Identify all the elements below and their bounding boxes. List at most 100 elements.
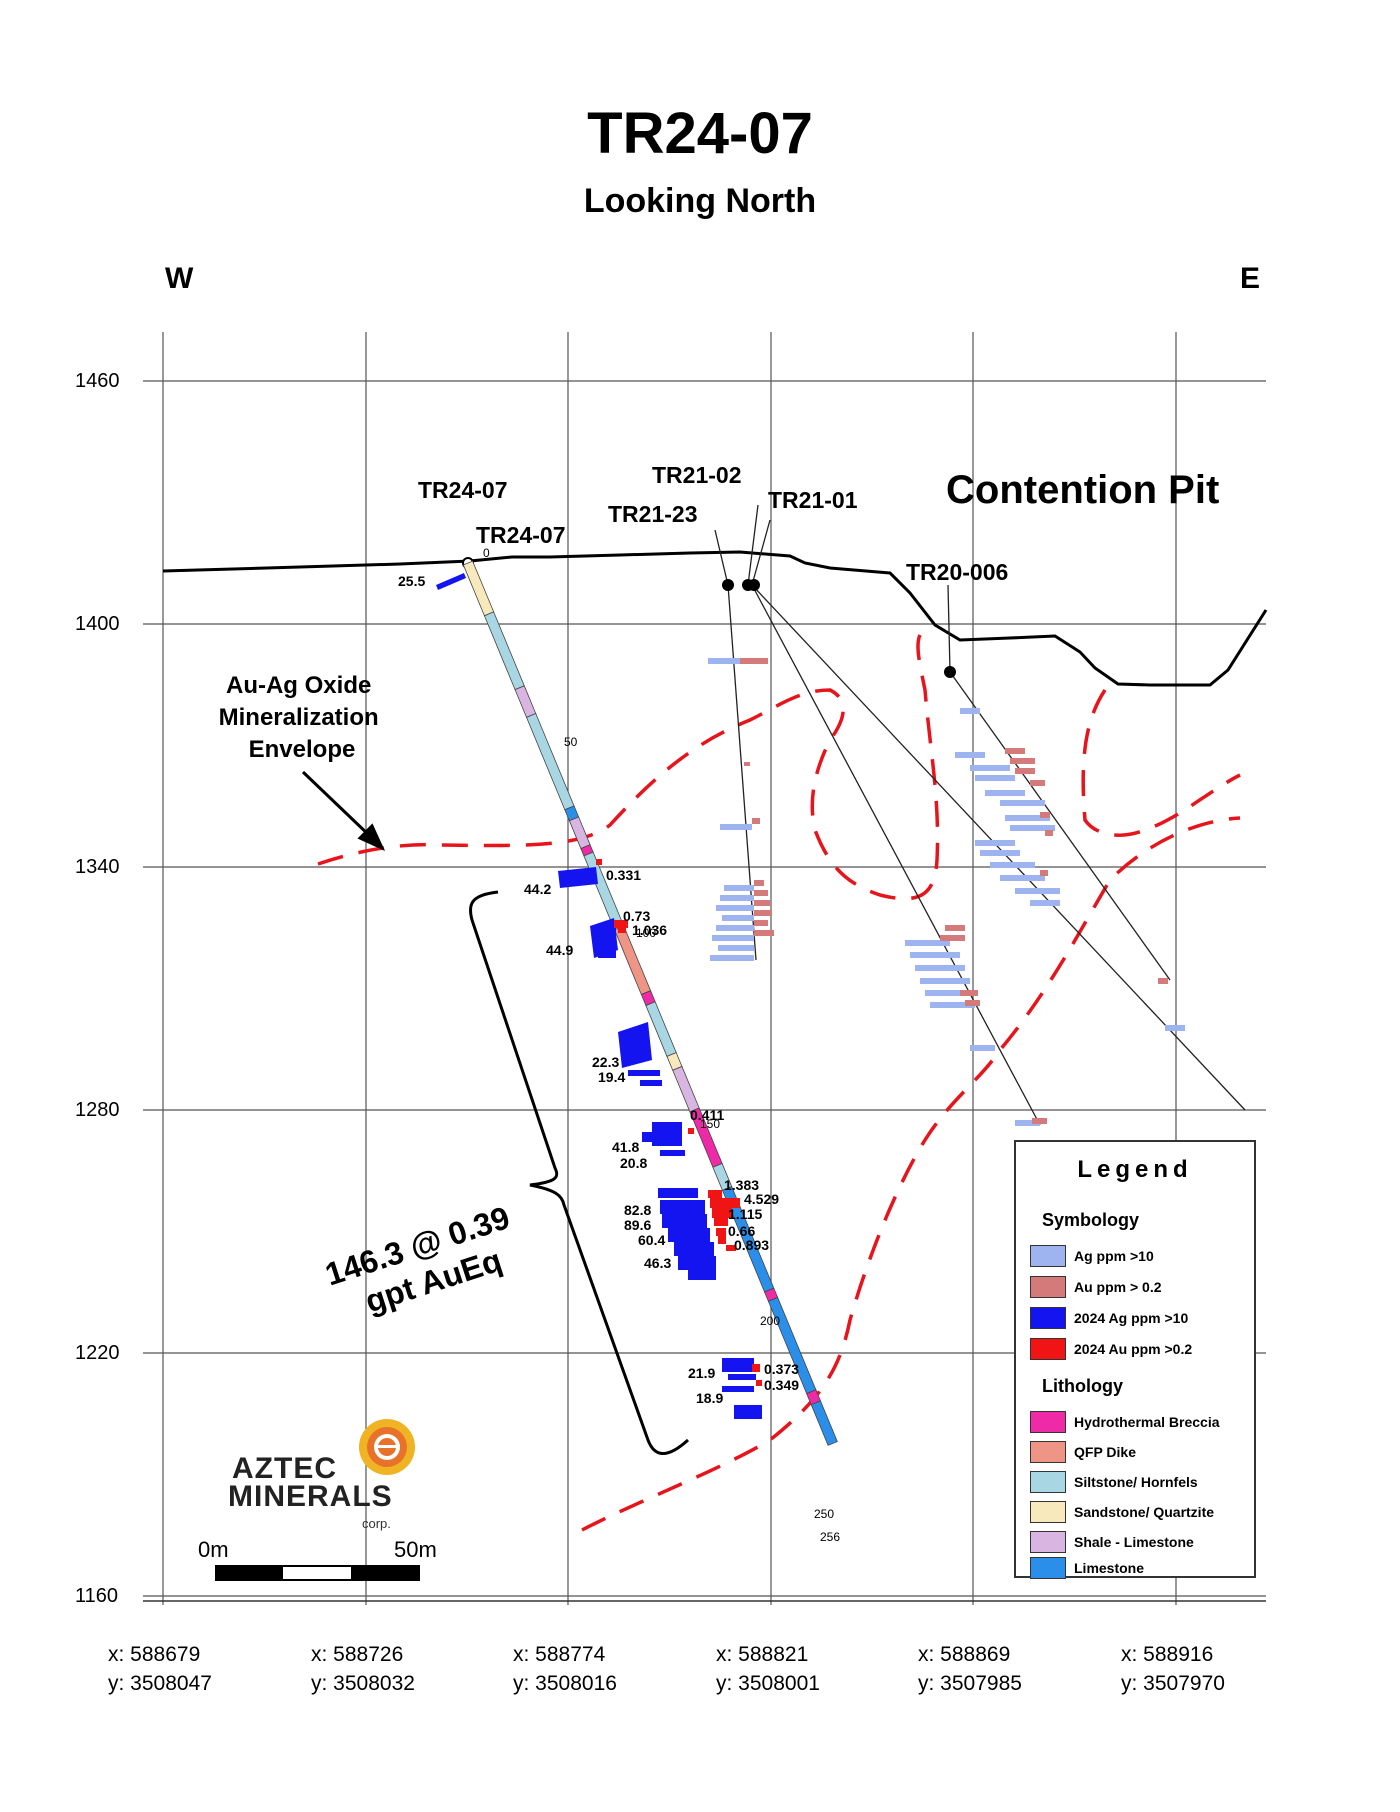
ag-value: 21.9 <box>688 1365 715 1381</box>
mineralization-envelope <box>317 634 1241 1532</box>
legend-swatch <box>1030 1441 1066 1463</box>
assay-2024-ag-bars <box>436 573 762 1419</box>
ag-value: 60.4 <box>638 1232 665 1248</box>
ag-value: 19.4 <box>598 1069 625 1085</box>
company-logo: AZTEC MINERALS <box>228 1452 393 1513</box>
legend-swatch <box>1030 1557 1066 1579</box>
elevation-label: 1400 <box>75 613 120 635</box>
ag-value: 44.9 <box>546 942 573 958</box>
historic-au-bars <box>740 658 1168 1124</box>
au-value: 0.73 <box>623 908 650 924</box>
ag-value: 18.9 <box>696 1390 723 1406</box>
logo-corp: corp. <box>362 1516 391 1531</box>
legend-symbology-heading: Symbology <box>1042 1210 1140 1230</box>
scale-bar <box>215 1565 420 1581</box>
au-value: 1.115 <box>728 1206 762 1222</box>
legend-item-sandstone: Sandstone/ Quartzite <box>1030 1500 1214 1524</box>
legend-item-au: Au ppm > 0.2 <box>1030 1275 1162 1299</box>
collar-tr21-23 <box>722 579 734 591</box>
ag-value: 22.3 <box>592 1054 619 1070</box>
label-tr24-07-top: TR24-07 <box>418 477 507 503</box>
au-value: 0.349 <box>764 1377 799 1393</box>
label-tr20-006: TR20-006 <box>906 559 1008 585</box>
legend-swatch <box>1030 1245 1066 1267</box>
ag-value: 82.8 <box>624 1202 651 1218</box>
drill-traces-historic <box>727 584 1246 1126</box>
label-tr21-23: TR21-23 <box>608 501 697 527</box>
depth-tick-200: 200 <box>760 1314 780 1328</box>
elevation-label: 1460 <box>75 370 120 392</box>
west-label: W <box>165 262 194 295</box>
assay-2024-au-bars <box>596 859 762 1386</box>
topography-line <box>162 550 1268 687</box>
intercept-bracket <box>468 890 690 1455</box>
depth-tick-250: 250 <box>814 1507 834 1521</box>
ag-value: 20.8 <box>620 1155 647 1171</box>
collar-tr21-01 <box>748 579 760 591</box>
label-tr21-01: TR21-01 <box>768 487 858 513</box>
envelope-arrow <box>301 770 386 852</box>
ag-value: 41.8 <box>612 1139 639 1155</box>
ag-value: 46.3 <box>644 1255 671 1271</box>
east-label: E <box>1240 262 1261 295</box>
elevation-label: 1340 <box>75 856 120 878</box>
aztec-logo-icon <box>359 1419 415 1475</box>
au-value: 4.529 <box>744 1191 779 1207</box>
elevation-label: 1220 <box>75 1342 120 1364</box>
au-value: 0.331 <box>606 867 641 883</box>
legend-item-shale: Shale - Limestone <box>1030 1530 1194 1554</box>
legend-swatch <box>1030 1471 1066 1493</box>
legend-item-2024-ag: 2024 Ag ppm >10 <box>1030 1306 1188 1330</box>
legend-swatch <box>1030 1531 1066 1553</box>
elevation-label: 1160 <box>75 1585 119 1607</box>
legend: Legend Symbology Ag ppm >10 Au ppm > 0.2… <box>1014 1140 1256 1580</box>
legend-title: Legend <box>1077 1156 1193 1183</box>
collar-tr20-006 <box>944 666 956 678</box>
legend-item-limestone: Limestone <box>1030 1556 1144 1580</box>
depth-tick-0: 0 <box>483 546 490 560</box>
scale-end-label: 50m <box>394 1537 437 1562</box>
collar-leaders <box>714 504 951 673</box>
depth-tick-150: 150 <box>700 1117 720 1131</box>
label-envelope: Au-Ag Oxide Mineralization Envelope <box>219 672 386 763</box>
ag-value: 89.6 <box>624 1217 651 1233</box>
depth-tick-256: 256 <box>820 1530 840 1544</box>
page-title: TR24-07 <box>587 101 813 166</box>
ag-value: 44.2 <box>524 881 551 897</box>
legend-item-ag: Ag ppm >10 <box>1030 1244 1154 1268</box>
au-value: 0.893 <box>734 1237 769 1253</box>
au-value: 0.66 <box>728 1223 755 1239</box>
label-contention-pit: Contention Pit <box>946 468 1219 512</box>
legend-lithology-heading: Lithology <box>1042 1376 1123 1396</box>
historic-ag-bars <box>708 658 1185 1126</box>
label-tr21-02: TR21-02 <box>652 462 741 488</box>
au-value: 0.373 <box>764 1361 799 1377</box>
page-subtitle: Looking North <box>583 182 817 220</box>
legend-item-2024-au: 2024 Au ppm >0.2 <box>1030 1337 1192 1361</box>
elevation-label: 1280 <box>75 1099 120 1121</box>
ag-value: 25.5 <box>398 573 425 589</box>
legend-item-breccia: Hydrothermal Breccia <box>1030 1410 1220 1434</box>
legend-item-siltstone: Siltstone/ Hornfels <box>1030 1470 1198 1494</box>
legend-swatch <box>1030 1411 1066 1433</box>
legend-swatch <box>1030 1276 1066 1298</box>
depth-tick-50: 50 <box>564 735 578 749</box>
tr24-07-hole <box>462 560 838 1446</box>
label-intercept: 146.3 @ 0.39 gpt AuEq <box>321 1196 534 1328</box>
label-tr24-07-collar: TR24-07 <box>476 522 565 548</box>
legend-swatch <box>1030 1338 1066 1360</box>
scale-start-label: 0m <box>198 1537 229 1562</box>
legend-swatch <box>1030 1307 1066 1329</box>
legend-swatch <box>1030 1501 1066 1523</box>
au-value: 0.411 <box>690 1107 724 1123</box>
legend-item-qfp: QFP Dike <box>1030 1440 1136 1464</box>
au-value: 1.383 <box>724 1177 759 1193</box>
depth-tick-100: 100 <box>636 926 656 940</box>
